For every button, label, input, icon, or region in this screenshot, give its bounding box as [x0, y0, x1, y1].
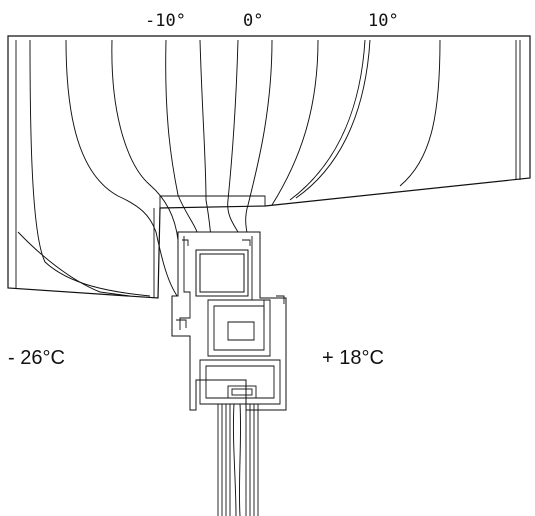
wall-section [7, 35, 531, 299]
exterior-temperature: - 26°C [8, 347, 65, 369]
glazing-unit [217, 403, 259, 516]
interior-temperature: + 18°C [322, 347, 384, 369]
isotherm-label-minus10: -10° [145, 11, 186, 31]
isotherm-label-zero: 0° [243, 11, 263, 31]
isotherm-label-plus10: 10° [368, 11, 399, 31]
window-frame-profile [171, 231, 287, 411]
